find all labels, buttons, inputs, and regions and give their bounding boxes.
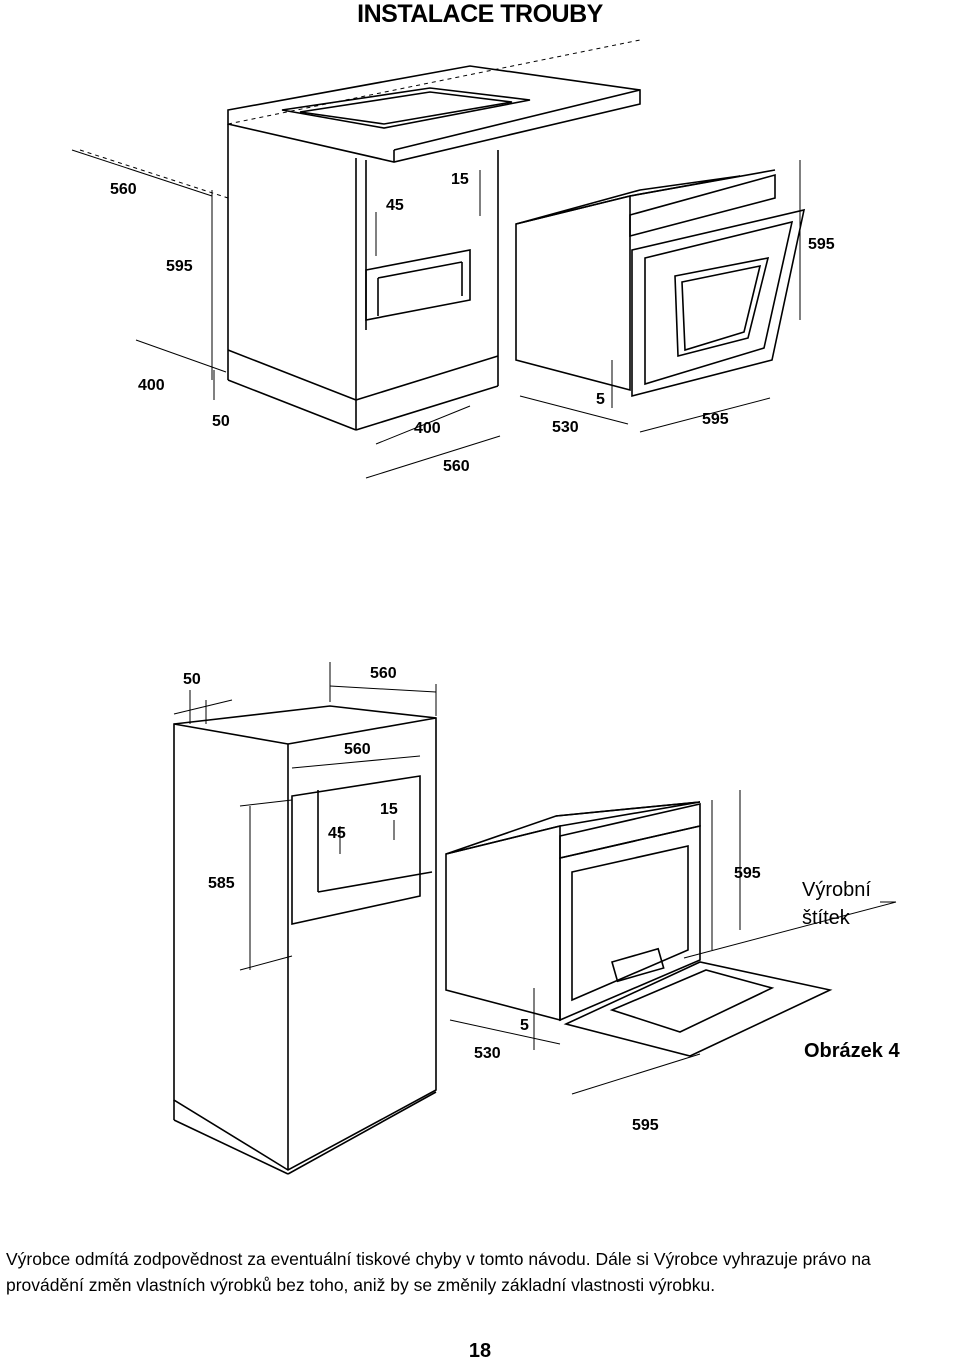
dim-label: 560 [344,741,371,758]
dim-label: 5 [596,391,605,408]
oven-niche [291,775,421,925]
dim-label: 50 [212,413,230,430]
rating-plate-label-line2: štítek [802,907,850,929]
dim-label: 15 [451,171,469,188]
disclaimer-line: Výrobce odmítá zodpovědnost za eventuáln… [6,1249,871,1269]
dim-label: 45 [386,197,404,214]
dim-label: 400 [414,420,441,437]
dim-label: 595 [632,1117,659,1134]
dim-label: 530 [552,419,579,436]
oven-door [631,208,806,398]
dim-label: 595 [166,258,193,275]
dim-label: 400 [138,377,165,394]
dim-label: 50 [183,671,201,688]
oven-installation-diagram-column: 50 560 560 15 45 585 595 5 530 595 [173,662,897,1175]
dim-label: 595 [734,865,761,882]
oven-body [515,194,631,392]
dim-label: 585 [208,875,235,892]
dim-label: 560 [370,665,397,682]
disclaimer-text: Výrobce odmítá zodpovědnost za eventuáln… [6,1246,960,1298]
figure-caption: Obrázek 4 [804,1040,900,1062]
page-title: INSTALACE TROUBY [357,0,603,28]
tall-cabinet [173,705,437,1171]
oven-door-open [563,961,833,1057]
oven-installation-diagram-under-counter: 560 595 400 50 400 560 45 15 595 5 530 5… [71,39,835,479]
dim-label: 560 [110,181,137,198]
countertop [227,65,641,163]
dim-label: 595 [702,411,729,428]
dim-label: 530 [474,1045,501,1062]
rating-plate-label-line1: Výrobní [802,879,871,901]
rating-plate-label: Výrobní štítek [802,876,871,932]
oven-body [445,824,561,1022]
page-number: 18 [468,1340,492,1362]
dim-label: 45 [328,825,346,842]
dim-label: 5 [520,1017,529,1034]
dim-label: 595 [808,236,835,253]
dim-label: 15 [380,801,398,818]
disclaimer-line: provádění změn vlastních výrobků bez toh… [6,1275,716,1295]
dim-label: 560 [443,458,470,475]
